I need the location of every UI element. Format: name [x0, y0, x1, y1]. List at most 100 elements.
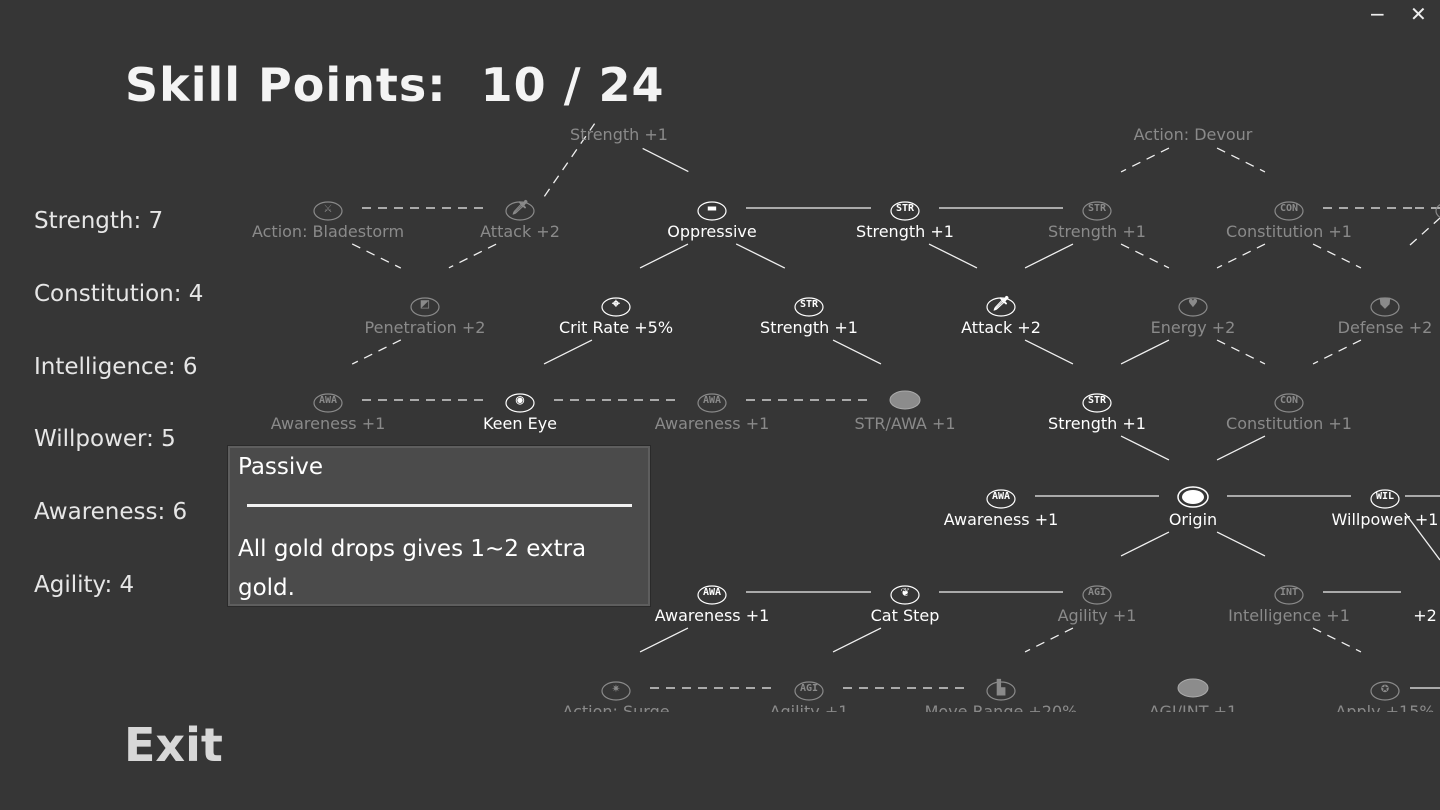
- skill-node-awa_a[interactable]: AWA Awareness +1: [271, 393, 386, 433]
- shield-icon: ⛊: [1379, 296, 1391, 312]
- skill-edge-str_b-atk_b: [1024, 243, 1074, 269]
- node-base: [505, 201, 535, 221]
- skill-node-label: Constitution +1: [1226, 222, 1352, 241]
- str-stat-icon: STR: [800, 299, 819, 310]
- skill-edge-offscreen: [1404, 512, 1440, 561]
- skill-node-move[interactable]: ▙Move Range +20%: [925, 678, 1078, 712]
- skill-node-label: Awareness +1: [655, 414, 770, 433]
- node-base: [601, 681, 631, 701]
- skill-points-title: Skill Points: 10 / 24: [125, 58, 665, 112]
- node-base: [1082, 585, 1112, 605]
- skill-edge-atk_a-pen: [448, 243, 497, 269]
- locked-node-icon: [889, 390, 921, 410]
- skill-node-str_top[interactable]: Strength +1: [570, 125, 668, 144]
- skill-node-label: Defense +2: [1338, 318, 1433, 337]
- origin-icon: [1182, 490, 1204, 504]
- skill-node-strawa[interactable]: STR/AWA +1: [854, 390, 956, 433]
- node-base: [986, 681, 1016, 701]
- skill-node-devour[interactable]: Action: Devour: [1134, 125, 1253, 144]
- skill-edge-str_b-energy: [1120, 243, 1170, 269]
- skill-edge-agi_a-move: [1024, 627, 1074, 653]
- skill-node-atk_b[interactable]: 🗡Attack +2: [961, 295, 1041, 337]
- skill-node-keen[interactable]: ◉Keen Eye: [483, 392, 557, 433]
- node-base: [890, 201, 920, 221]
- awa-stat-icon: AWA: [319, 395, 337, 406]
- skill-node-defense[interactable]: ⛊ Defense +2: [1338, 296, 1433, 337]
- str-stat-icon: STR: [1088, 203, 1107, 214]
- close-button[interactable]: ✕: [1410, 2, 1427, 26]
- skill-node-label: Constitution +1: [1226, 414, 1352, 433]
- skill-edge-str_c-strawa: [832, 339, 882, 365]
- skill-node-label: +2 In: [1413, 606, 1440, 625]
- skill-node-label: AGI/INT +1: [1149, 702, 1237, 712]
- skill-tooltip: Passive All gold drops gives 1~2 extra g…: [228, 446, 650, 606]
- skill-edge-energy-con_b: [1216, 339, 1266, 365]
- flame-icon: ✪: [1381, 680, 1389, 696]
- locked-node-icon: [1177, 678, 1209, 698]
- con-stat-icon: CON: [1280, 395, 1298, 406]
- skill-node-apply[interactable]: ✪ Apply +15%: [1335, 680, 1434, 712]
- skill-node-cat[interactable]: ❦Cat Step: [871, 584, 940, 625]
- node-base: [794, 297, 824, 317]
- node-base: [601, 297, 631, 317]
- skill-node-pen[interactable]: ◩Penetration +2: [365, 296, 486, 337]
- node-base: [1274, 393, 1304, 413]
- skill-node-surge[interactable]: ✷Action: Surge: [562, 680, 669, 712]
- skill-node-label: Strength +1: [856, 222, 954, 241]
- skill-node-label: Attack +2: [480, 222, 560, 241]
- skill-node-con_a[interactable]: CON Constitution +1: [1226, 201, 1352, 241]
- skill-node-label: Awareness +1: [271, 414, 386, 433]
- skill-node-label: Crit Rate +5%: [559, 318, 673, 337]
- skill-node-label: Action: Bladestorm: [252, 222, 404, 241]
- node-base: [890, 585, 920, 605]
- node-base: [1082, 201, 1112, 221]
- awa-stat-icon: AWA: [703, 587, 721, 598]
- awa-stat-icon: AWA: [703, 395, 721, 406]
- skill-node-con_b[interactable]: CON Constitution +1: [1226, 393, 1352, 433]
- stat-willpower: Willpower: 5: [34, 426, 176, 452]
- node-base: [1370, 489, 1400, 509]
- skill-edge-oppressive-str_c: [735, 243, 786, 269]
- sword-icon: 🗡: [992, 295, 1010, 312]
- exit-button[interactable]: Exit: [124, 718, 223, 772]
- node-base: [313, 201, 343, 221]
- shield-break-icon: ◩: [421, 296, 430, 312]
- crossed-swords-icon: ⚔: [324, 200, 332, 216]
- node-base: [1274, 585, 1304, 605]
- agi-stat-icon: AGI: [1088, 587, 1106, 598]
- heart-icon: ♥: [1189, 296, 1198, 312]
- skill-node-origin[interactable]: Origin: [1169, 486, 1217, 529]
- skill-node-int_edge[interactable]: +2 In: [1413, 606, 1440, 625]
- skill-edge-oppressive-crit: [639, 243, 689, 269]
- skill-node-label: Awareness +1: [944, 510, 1059, 529]
- stat-strength: Strength: 7: [34, 208, 164, 234]
- skill-node-energy[interactable]: ♥Energy +2: [1151, 296, 1236, 337]
- skill-node-label: Apply +15%: [1335, 702, 1434, 712]
- skill-edge-str_top-oppressive: [642, 147, 689, 173]
- sword-icon: 🗡: [511, 199, 529, 216]
- skill-node-label: Strength +1: [1048, 414, 1146, 433]
- skill-node-atk_a[interactable]: 🗡 Attack +2: [480, 199, 560, 241]
- con-stat-icon: CON: [1280, 203, 1298, 214]
- skill-node-awa_b[interactable]: AWA Awareness +1: [655, 393, 770, 433]
- skill-edge-atk_b-str_d: [1024, 339, 1074, 365]
- skill-node-bladestorm[interactable]: ⚔ Action: Bladestorm: [252, 200, 404, 241]
- skill-node-crit[interactable]: ⌖Crit Rate +5%: [559, 296, 673, 337]
- skill-node-oppressive[interactable]: ▬Oppressive: [667, 200, 756, 241]
- skill-edge-devour-con_a: [1216, 147, 1266, 173]
- skill-edge-con_b-origin: [1216, 435, 1266, 461]
- minimize-button[interactable]: −: [1369, 2, 1386, 26]
- skill-node-agiint[interactable]: AGI/INT +1: [1149, 678, 1237, 712]
- tooltip-body: All gold drops gives 1~2 extra gold.: [238, 536, 587, 601]
- paw-icon: ❦: [901, 584, 909, 600]
